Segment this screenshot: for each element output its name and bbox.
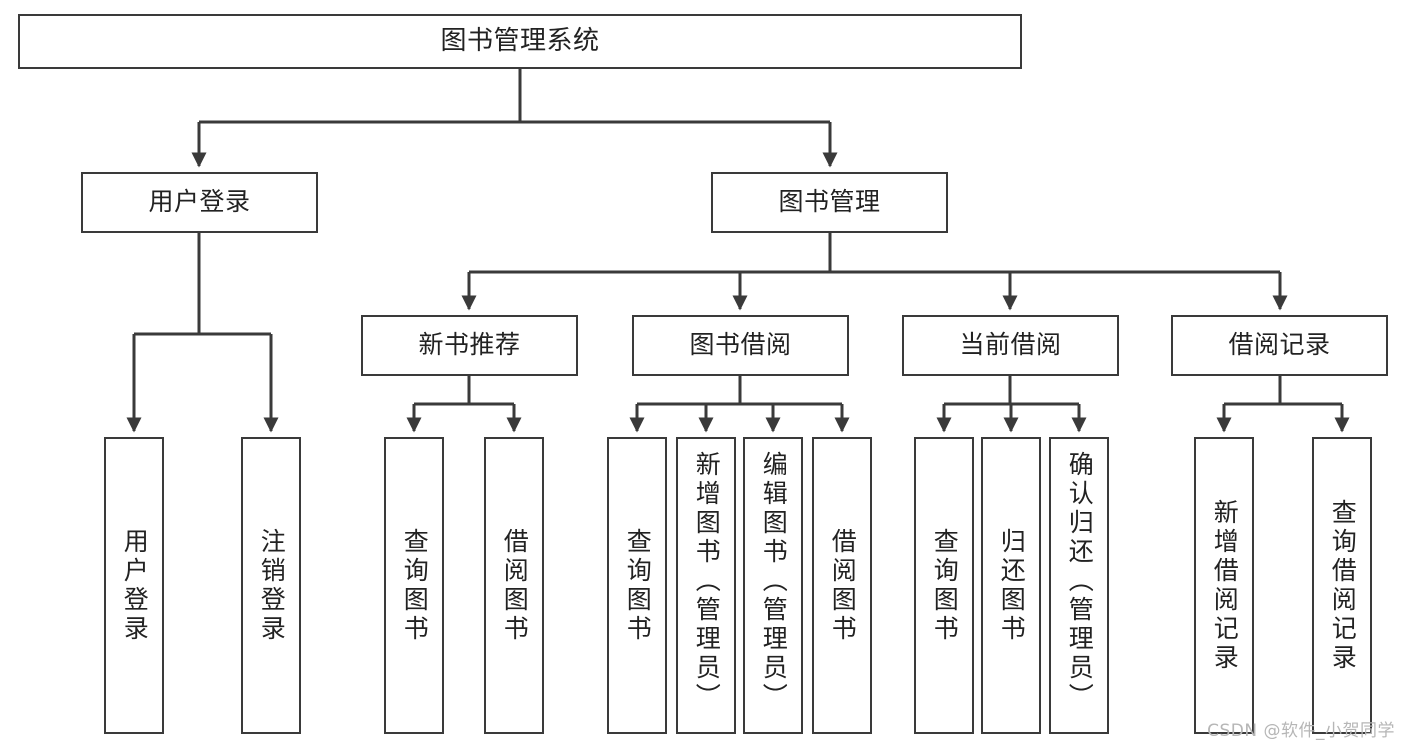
- node-book-management[interactable]: 图书管理: [711, 172, 948, 233]
- node-current-borrow[interactable]: 当前借阅: [902, 315, 1119, 376]
- leaf-borrow-book-nb[interactable]: 借阅图书: [484, 437, 544, 734]
- node-label: 借阅图书: [828, 527, 858, 644]
- node-label: 查询图书: [623, 527, 653, 644]
- node-label: 查询图书: [400, 527, 430, 644]
- node-label: 图书借阅: [689, 330, 792, 360]
- node-user-login[interactable]: 用户登录: [81, 172, 318, 233]
- node-label: 新书推荐: [418, 330, 521, 360]
- node-label: 借阅记录: [1228, 330, 1331, 360]
- leaf-query-borrow-record[interactable]: 查询借阅记录: [1312, 437, 1372, 734]
- leaf-add-borrow-record[interactable]: 新增借阅记录: [1194, 437, 1254, 734]
- leaf-query-book-nb[interactable]: 查询图书: [384, 437, 444, 734]
- leaf-logout[interactable]: 注销登录: [241, 437, 301, 734]
- node-root-system[interactable]: 图书管理系统: [18, 14, 1022, 69]
- node-label: 用户登录: [120, 527, 150, 644]
- node-label: 查询图书: [930, 527, 960, 644]
- node-label: 归还图书: [997, 527, 1027, 644]
- leaf-confirm-return-admin[interactable]: 确认归还（管理员）: [1049, 437, 1109, 734]
- leaf-borrow-book-bb[interactable]: 借阅图书: [812, 437, 872, 734]
- node-label: 编辑图书（管理员）: [759, 451, 789, 712]
- csdn-watermark: CSDN @软件_小贺同学: [1207, 721, 1395, 741]
- node-label: 图书管理系统: [440, 25, 600, 56]
- leaf-add-book-admin[interactable]: 新增图书（管理员）: [676, 437, 736, 734]
- leaf-edit-book-admin[interactable]: 编辑图书（管理员）: [743, 437, 803, 734]
- node-label: 确认归还（管理员）: [1065, 451, 1095, 712]
- leaf-user-login[interactable]: 用户登录: [104, 437, 164, 734]
- node-borrow-record[interactable]: 借阅记录: [1171, 315, 1388, 376]
- node-new-book-recommend[interactable]: 新书推荐: [361, 315, 578, 376]
- leaf-query-book-bb[interactable]: 查询图书: [607, 437, 667, 734]
- node-label: 新增图书（管理员）: [692, 451, 722, 712]
- node-label: 用户登录: [148, 187, 251, 217]
- leaf-return-book[interactable]: 归还图书: [981, 437, 1041, 734]
- leaf-query-book-cb[interactable]: 查询图书: [914, 437, 974, 734]
- node-label: 新增借阅记录: [1210, 498, 1240, 673]
- node-label: 图书管理: [778, 187, 881, 217]
- node-label: 查询借阅记录: [1328, 498, 1358, 673]
- node-book-borrow[interactable]: 图书借阅: [632, 315, 849, 376]
- node-label: 借阅图书: [500, 527, 530, 644]
- node-label: 当前借阅: [959, 330, 1062, 360]
- node-label: 注销登录: [257, 527, 287, 644]
